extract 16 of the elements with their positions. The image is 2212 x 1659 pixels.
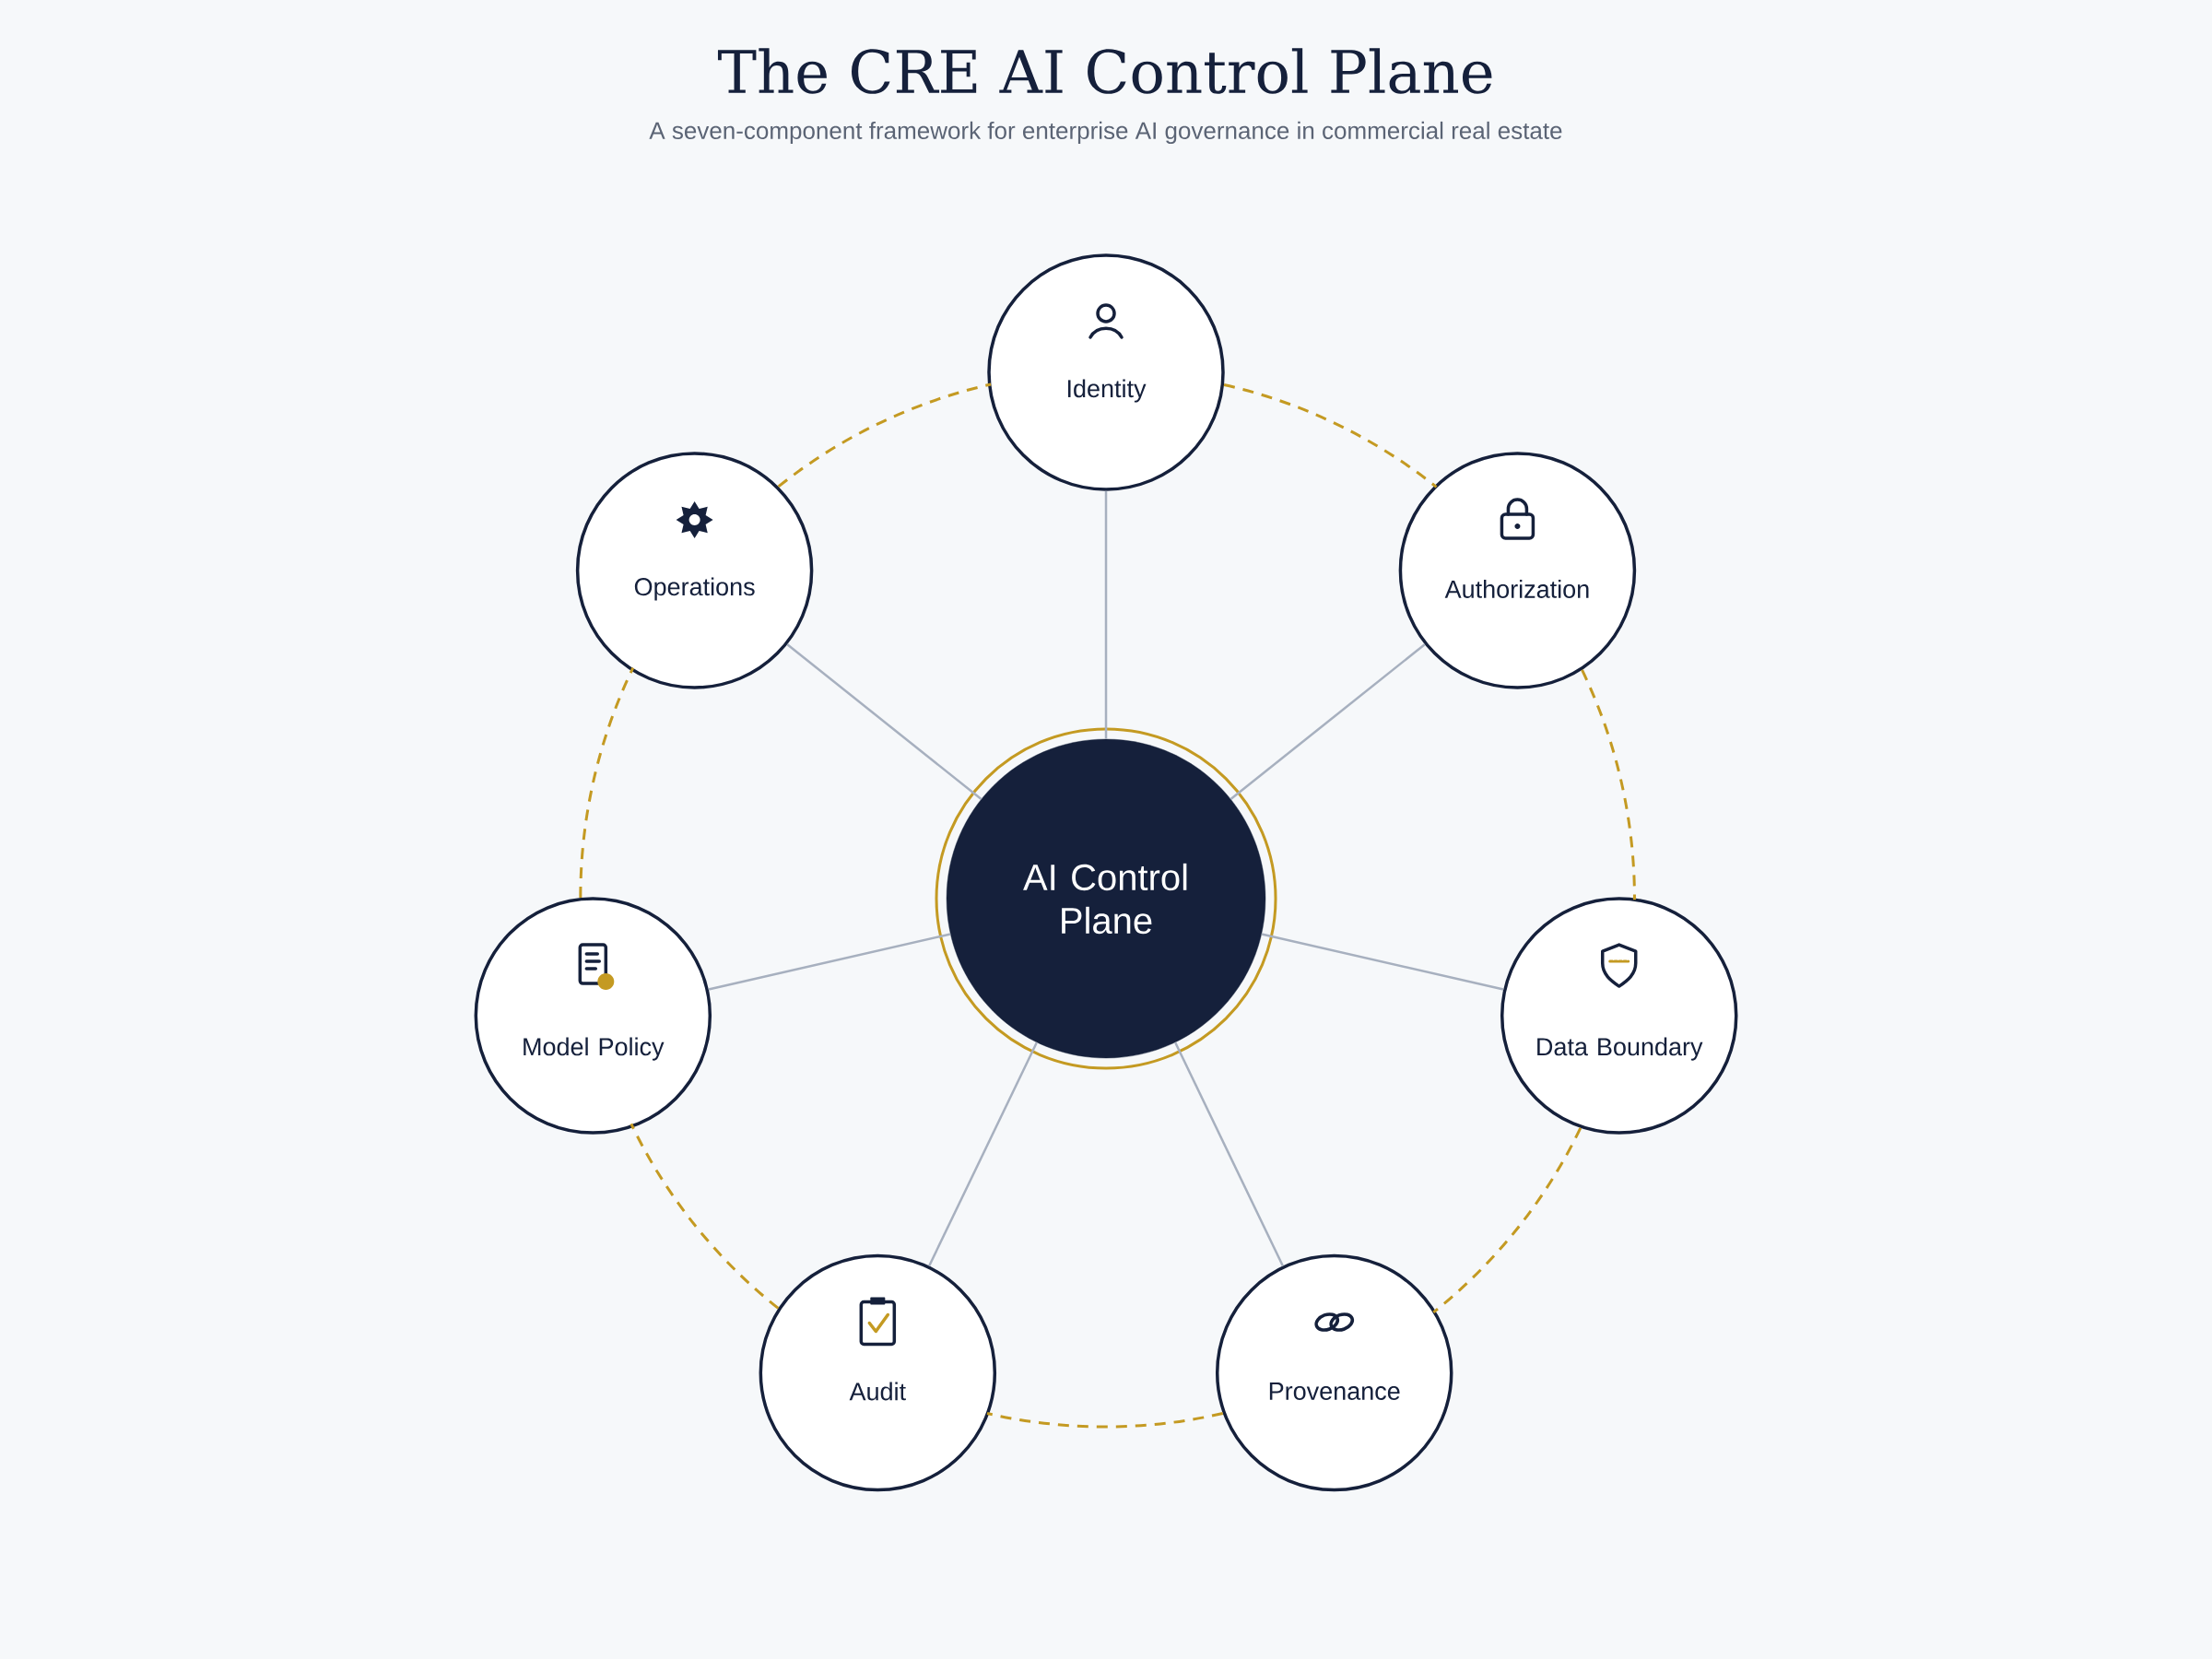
connector-line (1230, 643, 1426, 800)
connector-line (928, 1041, 1038, 1267)
connector-line (1104, 490, 1108, 739)
title: The CRE AI Control Plane (717, 48, 1492, 94)
connector-line (1174, 1041, 1284, 1267)
connector-line (786, 643, 982, 800)
subtitle: A seven-component framework for enterprise AI governance in commercial real estate (649, 121, 1562, 145)
dashed-arc (1223, 383, 1438, 488)
dashed-arc (629, 1123, 780, 1310)
dashed-arc (579, 667, 635, 899)
connector-line (708, 933, 951, 991)
dashed-arc (1432, 1127, 1583, 1313)
dashed-arc (1581, 669, 1636, 900)
dashed-arc (777, 382, 992, 488)
dashed-arc (986, 1412, 1224, 1429)
connector-line (1261, 933, 1504, 991)
